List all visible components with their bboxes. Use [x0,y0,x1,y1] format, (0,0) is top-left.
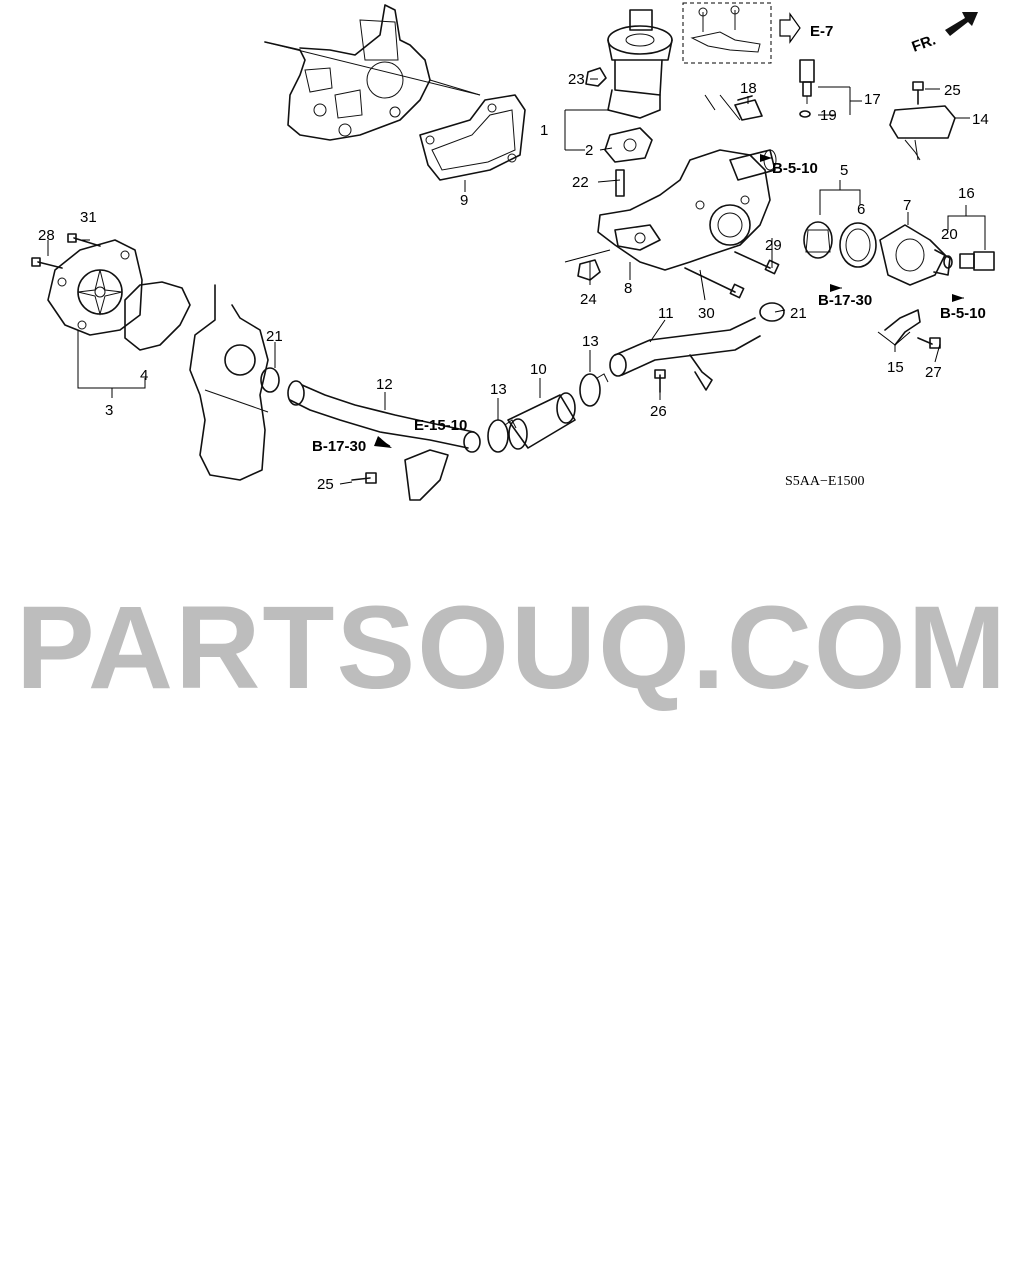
washer-19 [799,110,811,118]
leader-lines [47,78,986,485]
gasket-2-drawing [604,127,653,163]
bolt-26-drawing [654,369,666,393]
part-label-22: 22 [572,174,589,191]
clamp-13-right-drawing [579,373,609,407]
bolt-29-drawing [734,251,780,275]
ref-label-e7[interactable]: E-7 [810,23,833,40]
part-label-15: 15 [887,359,904,376]
part-label-20: 20 [941,226,958,243]
part-label-13b: 13 [582,333,599,350]
part-label-31: 31 [80,209,97,226]
bracket-15-drawing [884,309,921,346]
part-label-29: 29 [765,237,782,254]
part-label-25b: 25 [317,476,334,493]
part-label-1: 1 [540,122,548,139]
engine-cover-section-drawing [189,284,269,481]
ref-label-b510-right[interactable]: B-5-10 [940,305,986,322]
cylinder-head-drawing [264,4,481,141]
part-label-23: 23 [568,71,585,88]
inset-box [682,2,772,64]
bracket-14-drawing [889,105,956,161]
section-reference-labels: E-7 B-5-10 B-5-10 B-17-30 B-17-30 E-15-1… [312,23,986,455]
front-direction-label: FR. [910,32,939,56]
part-label-11: 11 [658,305,674,322]
part-label-6: 6 [857,201,865,218]
diagram-code: S5AA−E1500 [785,474,864,489]
bolt-25-top-drawing [912,81,924,105]
nut-24-drawing [577,259,601,281]
part-label-30: 30 [698,305,715,322]
part-label-13a: 13 [490,381,507,398]
part-label-3: 3 [105,402,113,419]
water-pipe-11-drawing [609,317,761,391]
part-label-14: 14 [972,111,989,128]
part-label-18: 18 [740,80,757,97]
o-ring-21-right [759,302,785,322]
ref-label-b510-top[interactable]: B-5-10 [772,160,818,177]
part-label-7: 7 [903,197,911,214]
bolt-31-drawing [67,233,101,247]
ref-label-e1510[interactable]: E-15-10 [414,417,467,434]
part-label-8: 8 [624,280,632,297]
part-label-10: 10 [530,361,547,378]
part-label-21a: 21 [266,328,283,345]
thermostat-cover-7-drawing [879,224,951,286]
bolt-28-drawing [31,257,63,269]
part-label-24: 24 [580,291,597,308]
part-label-21b: 21 [790,305,807,322]
part-label-2: 2 [585,142,593,159]
stud-22-drawing [615,169,625,197]
reference-arrows [374,154,964,448]
sensor-20-16-drawing [943,251,995,271]
part-label-28: 28 [38,227,55,244]
o-ring-21-left [260,367,280,393]
water-passage-drawing [597,149,777,271]
part-label-17: 17 [864,91,881,108]
part-label-27: 27 [925,364,942,381]
ref-label-b1730-right[interactable]: B-17-30 [818,292,872,309]
bolt-30-drawing [684,267,745,299]
part-label-12: 12 [376,376,393,393]
ref-label-b1730-left[interactable]: B-17-30 [312,438,366,455]
part-label-19: 19 [820,107,837,124]
sensor-17-drawing [799,59,815,104]
seal-6-drawing [839,222,877,268]
part-label-25a: 25 [944,82,961,99]
part-label-16: 16 [958,185,975,202]
arrow-e7 [779,12,801,44]
watermark-text: PARTSOUQ.COM [15,582,1009,714]
part-number-labels: 1 2 3 4 5 6 7 8 9 10 11 12 13 13 14 15 1… [38,71,989,493]
gasket-9-drawing [419,94,526,181]
water-pump-3-drawing [47,239,143,336]
part-label-26: 26 [650,403,667,420]
front-arrow-icon [945,12,978,36]
part-label-5: 5 [840,162,848,179]
thermostat-5-drawing [803,221,833,259]
hose-10-drawing [507,392,576,450]
part-label-4: 4 [140,367,148,384]
bolt-25-bottom-drawing [351,472,377,484]
nut-23-drawing [585,67,607,87]
egr-valve-drawing [607,9,673,119]
bolt-27-drawing [917,337,941,349]
part-label-9: 9 [460,192,468,209]
water-pipe-12-drawing [287,380,481,501]
gasket-4-drawing [124,281,191,351]
parts-diagram: 1 2 3 4 5 6 7 8 9 10 11 12 13 13 14 15 1… [31,2,995,501]
